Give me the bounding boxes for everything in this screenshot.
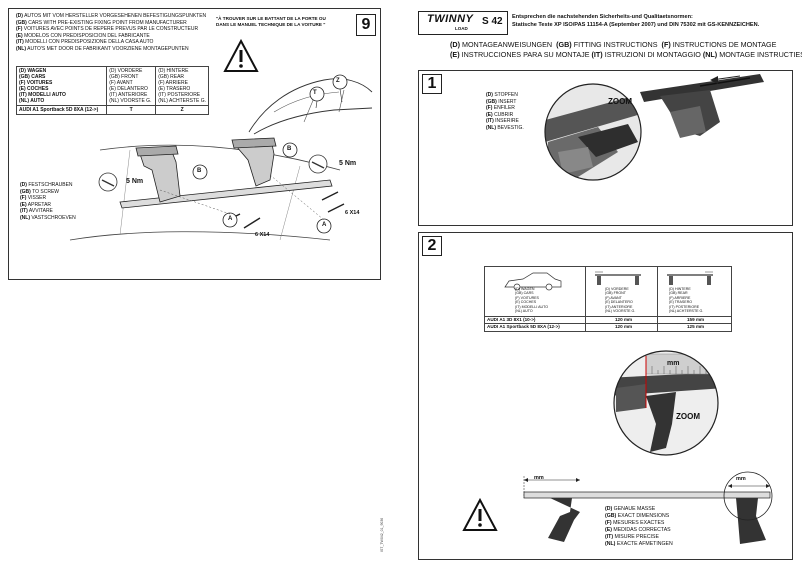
screw-qty-bottom: 6 X14 — [255, 232, 270, 238]
label-b-right: B — [287, 146, 292, 152]
label-z: Z — [336, 78, 340, 84]
fixing-point-line: (NL) AUTO'S MET DOOR DE FABRIKANT VOORZI… — [16, 45, 189, 52]
fixing-point-line: (E) MODELOS CON PREDISPOSICION DEL FABRI… — [16, 32, 150, 39]
step-2-zoom-mm: mm — [667, 360, 680, 367]
instructions-header: (D) MONTAGEANWEISUNGEN (GB) FITTING INST… — [450, 40, 802, 59]
step-1-foot-photo — [640, 74, 764, 138]
label-a-right: A — [322, 222, 327, 228]
step-1-number: 1 — [422, 74, 442, 94]
step-1-zoom-label: ZOOM — [608, 97, 632, 106]
front-bar-icon — [595, 271, 641, 285]
step-2-measure-drawing — [523, 471, 773, 544]
rear-column-header: (D) HINTERE (GB) REAR (F) ARRIERE (E) TR… — [155, 66, 209, 106]
measure-instructions: (D) GENAUE MASSE (GB) EXACT DIMENSIONS (… — [605, 506, 673, 547]
rear-bar-icon — [667, 271, 713, 285]
torque-value-left: 5 Nm — [126, 178, 144, 185]
page-number-9: 9 — [356, 14, 376, 36]
warning-icon — [223, 38, 259, 72]
roof-rack-assembly-illustration — [69, 137, 345, 241]
screw-qty-right: 6 X14 — [345, 210, 360, 216]
measure-mm-right: mm — [736, 476, 746, 482]
label-t: T — [313, 90, 317, 96]
screw-instructions: (D) FESTSCHRAUBEN (GB) TO SCREW (F) VISS… — [20, 182, 76, 221]
fixing-point-line: (GB) CARS WITH PRE-EXISTING FIXING POINT… — [16, 19, 187, 26]
step-2-table: (D) WAGEN (GB) CARS (F) VOITURES (E) COC… — [484, 266, 732, 332]
front-column-header: (D) VORDERE (GB) FRONT (F) AVANT (E) DEL… — [106, 66, 157, 106]
car-column-header: (D) WAGEN (GB) CARS (F) VOITURES (E) COC… — [15, 66, 108, 106]
warning-icon — [462, 497, 498, 531]
standards-text: Entsprechen die nachstehenden Sicherheit… — [512, 14, 760, 28]
fixing-points-list: (D) AUTOS MIT VOM HERSTELLER VORGESEHENE… — [16, 13, 216, 53]
left-page-frame — [8, 8, 381, 280]
brand-logo: TWINNY LOAD S 42 — [418, 11, 508, 35]
label-b-left: B — [197, 168, 202, 174]
step-1-frame — [418, 70, 793, 226]
car-roof-illustration — [248, 74, 373, 135]
car-side-icon — [504, 272, 562, 291]
fixing-point-line: (IT) MODELLI CON PREDISPOSIZIONE DELLA C… — [16, 39, 154, 46]
label-a-left: A — [228, 216, 233, 222]
fixing-point-line: (D) AUTOS MIT VOM HERSTELLER VORGESEHENE… — [16, 13, 207, 19]
side-code: IST_TW042_01_9036 — [380, 517, 384, 552]
step-2-zoom-label: ZOOM — [676, 412, 700, 421]
fixing-point-line: (F) VOITURES AVEC POINTS DE REPERE PREVU… — [16, 26, 199, 33]
step-2-frame — [418, 232, 793, 560]
fixing-point-table: (D) WAGEN (GB) CARS (F) VOITURES (E) COC… — [15, 66, 209, 115]
table-row: AUDI A1 Sportback 5D 8XA (12->) T Z — [15, 105, 209, 115]
step-1-instructions: (D) STOPFEN (GB) INSERT (F) ENFILER (E) … — [486, 92, 524, 131]
door-note: "À TROUVER SUR LE BATTANT DE LA PORTE OU… — [216, 16, 326, 27]
measure-mm-left: mm — [534, 475, 544, 481]
step-1-zoom-photo — [544, 83, 642, 181]
step-2-number: 2 — [422, 236, 442, 256]
step-2-zoom-photo — [613, 350, 719, 456]
torque-value-right: 5 Nm — [339, 160, 357, 167]
